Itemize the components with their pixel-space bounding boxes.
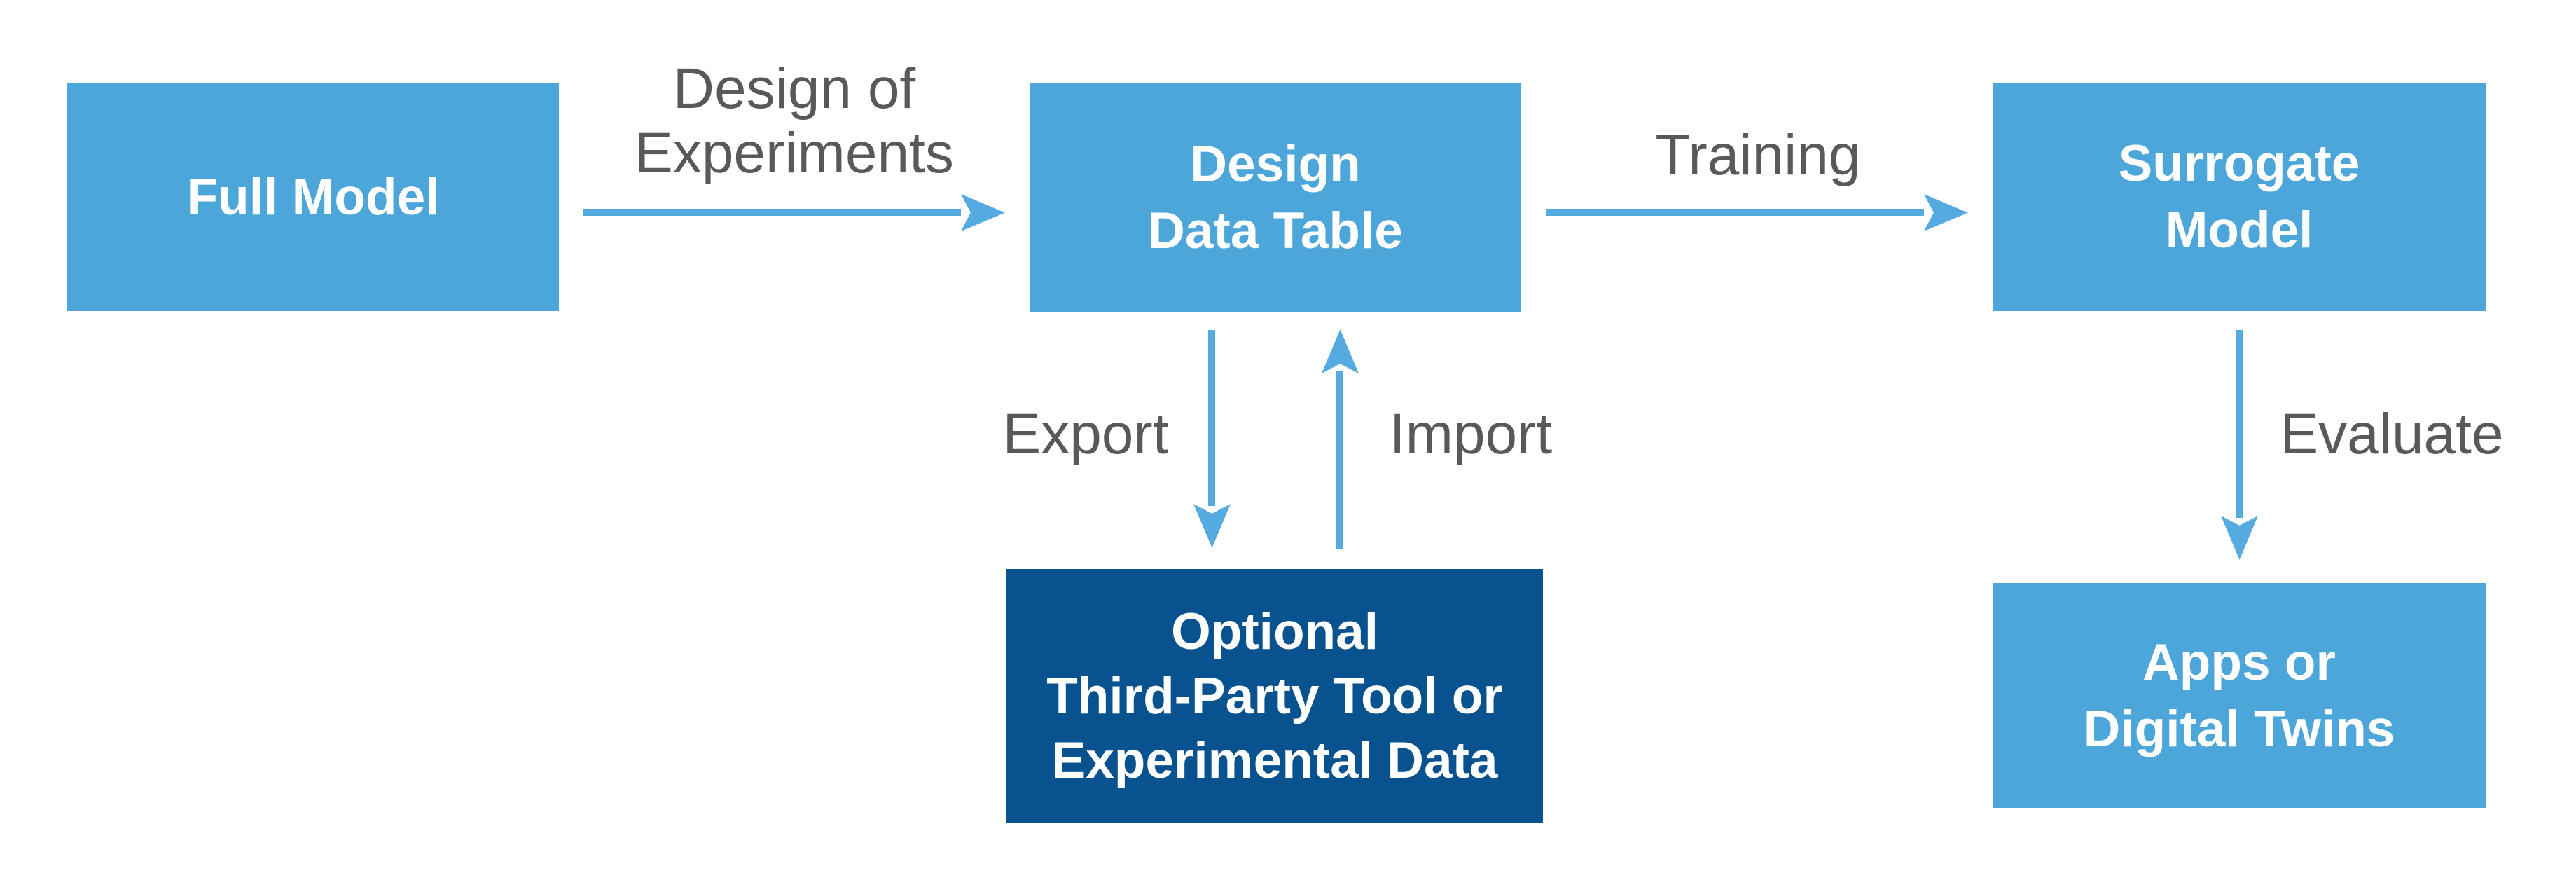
arrowhead-up-icon	[1322, 329, 1359, 373]
node-label-line: Model	[2165, 202, 2313, 259]
export-arrow-label: Export	[1002, 402, 1169, 466]
node-design-data-table: Design Data Table	[1030, 83, 1521, 312]
arrow-shaft	[1208, 330, 1215, 506]
arrowhead-down-icon	[1193, 504, 1231, 548]
arrow-shaft	[2236, 330, 2243, 518]
arrow-shaft	[1546, 209, 1924, 216]
node-surrogate-model: Surrogate Model	[1993, 83, 2486, 311]
import-arrow-label: Import	[1389, 402, 1553, 466]
arrow-shaft	[1336, 371, 1343, 549]
node-label-line: Third-Party Tool or	[1046, 667, 1503, 725]
doe-arrow-label-line2: Experiments	[635, 121, 954, 185]
node-label-line: Data Table	[1148, 202, 1403, 259]
training-arrow-label: Training	[1655, 123, 1861, 187]
node-label-line: Optional	[1170, 603, 1379, 660]
arrow-shaft	[583, 209, 961, 216]
doe-arrow-label: Design of Experiments	[635, 57, 954, 186]
node-label-line: Surrogate	[2118, 135, 2360, 192]
arrowhead-right-icon	[961, 194, 1005, 231]
node-label-line: Digital Twins	[2083, 700, 2395, 757]
arrowhead-down-icon	[2221, 516, 2258, 560]
evaluate-arrow-label: Evaluate	[2280, 402, 2504, 466]
doe-arrow-label-line1: Design of	[672, 57, 916, 121]
node-label-line: Apps or	[2142, 633, 2336, 691]
node-label: Full Model	[186, 168, 440, 226]
node-label-line: Design	[1190, 135, 1361, 193]
node-third-party-tool: Optional Third-Party Tool or Experimenta…	[1006, 569, 1543, 823]
arrowhead-right-icon	[1924, 194, 1968, 231]
node-full-model: Full Model	[67, 83, 559, 311]
node-label-line: Experimental Data	[1051, 732, 1498, 789]
node-apps-digital-twins: Apps or Digital Twins	[1993, 583, 2486, 808]
